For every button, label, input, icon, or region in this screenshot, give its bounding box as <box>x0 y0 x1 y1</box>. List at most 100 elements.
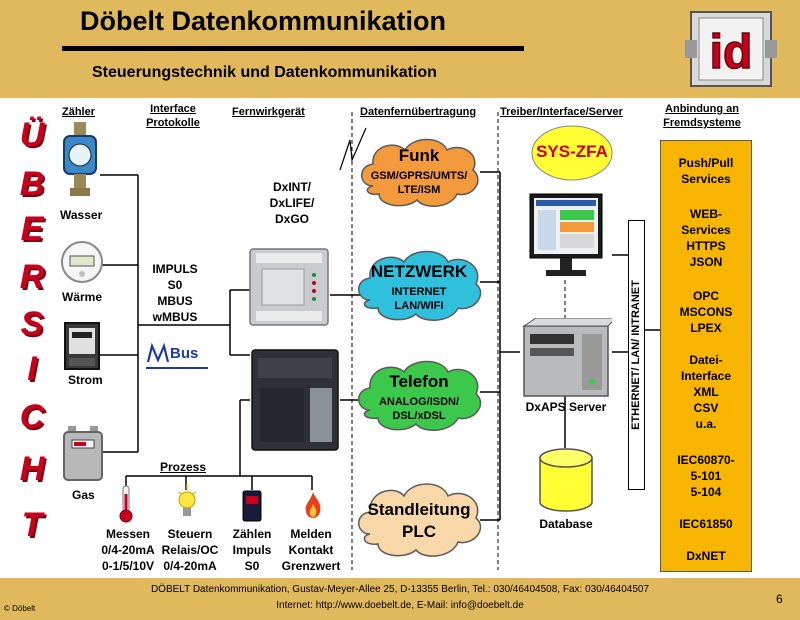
server-label: DxAPS Server <box>525 400 607 414</box>
fire-alarm-icon <box>302 490 324 522</box>
fremd-line: JSON <box>689 255 723 269</box>
page-title: Döbelt Datenkommunikation <box>80 6 447 36</box>
meter-label-waerme: Wärme <box>62 290 103 304</box>
cloud-funk-title: Funk <box>398 146 440 165</box>
fremd-line: CSV <box>693 401 719 415</box>
side-letter-8: T <box>21 506 43 544</box>
prozess-zaehlen: Zählen Impuls S0 <box>226 526 278 574</box>
protocol-s0: S0 <box>167 278 183 292</box>
prozess-line: Impuls <box>232 543 272 557</box>
fremd-line: HTTPS <box>686 239 726 253</box>
fremd-iec60870: IEC60870- 5-101 5-104 <box>660 452 752 500</box>
footer-band <box>0 578 800 620</box>
side-letter-2: E <box>20 210 44 248</box>
prozess-line: 0/4-20mA <box>163 559 217 573</box>
cloud-netzwerk-title: NETZWERK <box>370 262 468 281</box>
side-letter-0: Ü <box>19 116 45 154</box>
dxint-device-icon <box>248 245 330 329</box>
side-letter-3: R <box>19 258 45 296</box>
cloud-netzwerk: NETZWERK INTERNET LAN/WIFI <box>352 244 486 328</box>
fremd-line: IEC60870- <box>677 453 735 467</box>
device-dxgo: DxGO <box>274 212 309 226</box>
fremd-line: u.a. <box>695 417 717 431</box>
light-bulb-icon <box>176 484 198 524</box>
ethernet-bar <box>628 220 645 490</box>
device-dxlife: DxLIFE/ <box>269 196 315 210</box>
sys-zfa-badge: SYS-ZFA <box>530 124 614 182</box>
fremd-line: Interface <box>680 369 732 383</box>
prozess-line: S0 <box>244 559 260 573</box>
heading-fremdsysteme: Fremdsysteme <box>663 117 741 129</box>
prozess-line: 0-1/5/10V <box>101 559 155 573</box>
thermometer-icon <box>116 484 136 524</box>
monitor-icon <box>526 192 606 282</box>
heading-protokolle: Protokolle <box>146 117 200 129</box>
gas-meter-icon <box>62 424 104 484</box>
mbus-logo: Bus <box>146 342 208 370</box>
title-underline <box>62 46 524 51</box>
prozess-steuern: Steuern Relais/OC 0/4-20mA <box>158 526 222 574</box>
cloud-telefon-line2: DSL/xDSL <box>392 410 446 422</box>
fremd-line: Services <box>681 172 731 186</box>
side-letter-4: S <box>20 305 44 343</box>
prozess-messen: Messen 0/4-20mA 0-1/5/10V <box>98 526 158 574</box>
side-letter-1: B <box>19 165 45 203</box>
fremd-dxnet: DxNET <box>660 548 752 564</box>
copyright: © Döbelt <box>4 604 36 613</box>
fremd-webservices: WEB- Services HTTPS JSON <box>660 206 752 270</box>
meter-label-gas: Gas <box>72 488 95 502</box>
fremd-datei: Datei- Interface XML CSV u.a. <box>660 352 752 432</box>
cloud-standleitung-title: Standleitung <box>367 500 471 519</box>
cloud-telefon: Telefon ANALOG/ISDN/ DSL/xDSL <box>352 354 486 438</box>
heading-zaehler: Zähler <box>62 106 96 118</box>
cloud-telefon-line1: ANALOG/ISDN/ <box>378 396 460 408</box>
fremd-line: 5-101 <box>690 469 722 483</box>
cloud-standleitung: Standleitung PLC <box>352 476 486 564</box>
prozess-line: Relais/OC <box>161 543 219 557</box>
heat-meter-icon <box>60 240 104 284</box>
fremd-line: LPEX <box>690 321 722 335</box>
heading-interface: Interface <box>150 103 196 115</box>
footer-contact: Internet: http://www.doebelt.de, E-Mail:… <box>276 600 524 611</box>
cloud-funk-line1: GSM/GPRS/UMTS/ <box>370 170 468 182</box>
heading-fernwirk: Fernwirkgerät <box>232 106 305 118</box>
mbus-logo-text: Bus <box>170 345 199 362</box>
database-icon <box>538 448 594 512</box>
prozess-melden: Melden Kontakt Grenzwert <box>278 526 344 574</box>
cloud-funk: Funk GSM/GPRS/UMTS/ LTE/ISM <box>355 132 483 214</box>
fremd-line: DxNET <box>686 549 726 563</box>
prozess-label: Steuern <box>167 527 213 541</box>
cloud-netzwerk-line1: INTERNET <box>391 286 447 298</box>
side-letter-7: H <box>19 450 45 488</box>
prozess-label: Messen <box>105 527 151 541</box>
heading-anbindung: Anbindung an <box>665 103 739 115</box>
footer-address: DÖBELT Datenkommunikation, Gustav-Meyer-… <box>150 584 650 595</box>
fremd-line: Datei- <box>689 353 723 367</box>
server-icon <box>520 317 618 398</box>
heading-dfue: Datenfernübertragung <box>360 106 477 118</box>
dxlife-device-icon <box>250 348 340 452</box>
prozess-line: Grenzwert <box>281 559 341 573</box>
protocol-wmbus: wMBUS <box>152 310 198 324</box>
prozess-line: Kontakt <box>288 543 334 557</box>
fremd-line: Services <box>681 223 731 237</box>
meter-label-wasser: Wasser <box>60 208 103 222</box>
protocol-impuls: IMPULS <box>152 262 198 276</box>
sys-zfa-text: SYS-ZFA <box>536 142 608 161</box>
prozess-heading: Prozess <box>160 460 207 474</box>
cloud-netzwerk-line2: LAN/WIFI <box>394 300 444 312</box>
counter-icon <box>242 490 262 522</box>
prozess-line: 0/4-20mA <box>101 543 155 557</box>
fremd-line: WEB- <box>690 207 722 221</box>
heading-treiber: Treiber/Interface/Server <box>500 106 623 118</box>
fremd-line: Push/Pull <box>678 156 734 170</box>
prozess-label: Melden <box>290 527 332 541</box>
prozess-label: Zählen <box>232 527 272 541</box>
page-number: 6 <box>776 592 783 606</box>
device-dxint: DxINT/ <box>272 180 311 194</box>
water-meter-icon <box>60 122 100 202</box>
fremd-line: XML <box>693 385 719 399</box>
fremd-opc: OPC MSCONS LPEX <box>660 288 752 336</box>
